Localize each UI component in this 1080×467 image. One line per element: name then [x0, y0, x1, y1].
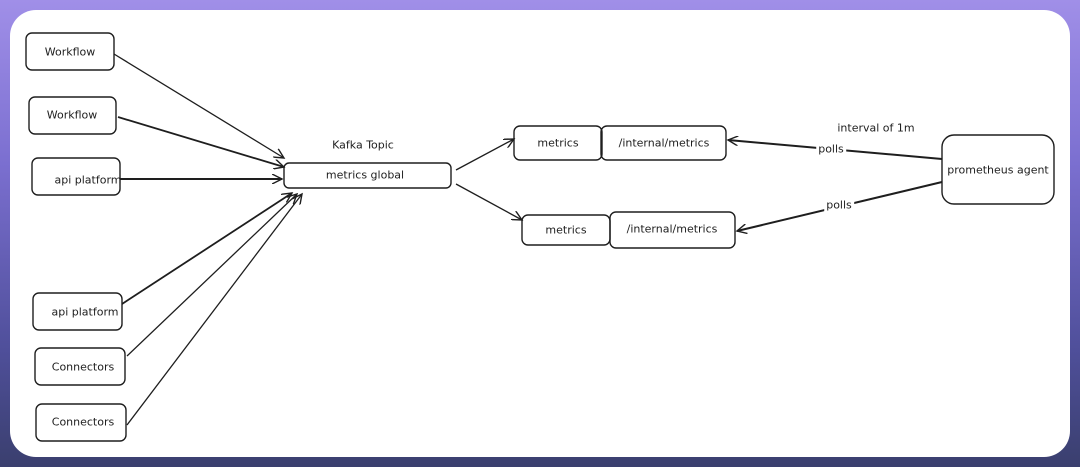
internal-metrics-label-bottom: /internal/metrics: [626, 222, 718, 236]
arrow-connectors-1-to-topic: [126, 194, 297, 357]
edge-label-polls-top: polls: [816, 142, 846, 156]
source-box-workflow-2[interactable]: [28, 96, 117, 135]
metrics-label-top: metrics: [537, 136, 579, 150]
source-label-connectors-2: Connectors: [51, 415, 115, 429]
prometheus-agent-box[interactable]: [941, 134, 1055, 205]
source-label-workflow-1: Workflow: [44, 45, 96, 59]
kafka-topic-label: metrics global: [325, 168, 405, 182]
source-box-api-platform-2[interactable]: [32, 292, 123, 331]
kafka-topic-title: Kafka Topic: [332, 138, 394, 152]
diagram-canvas: Workflow Workflow api platform api platf…: [10, 10, 1070, 457]
source-box-connectors-1[interactable]: [34, 347, 126, 386]
arrow-connectors-2-to-topic: [126, 194, 302, 426]
source-label-connectors-1: Connectors: [51, 360, 115, 374]
interval-note: interval of 1m: [837, 121, 915, 135]
kafka-topic-box[interactable]: [283, 162, 452, 189]
arrow-api-platform-2-to-topic: [121, 193, 292, 305]
prometheus-agent-label: prometheus agent: [947, 163, 1049, 177]
edge-label-polls-bottom: polls: [824, 198, 854, 212]
source-label-api-platform-2: api platform: [51, 305, 119, 319]
internal-metrics-box-bottom[interactable]: [609, 211, 736, 249]
source-label-api-platform-1: api platform: [54, 173, 122, 187]
metrics-label-bottom: metrics: [545, 223, 587, 237]
arrow-topic-to-metrics-bottom: [455, 183, 522, 220]
diagram-svg: [25, 32, 1055, 442]
source-label-workflow-2: Workflow: [46, 108, 98, 122]
arrow-topic-to-metrics-top: [455, 139, 514, 171]
arrow-workflow-2-to-topic: [117, 116, 284, 167]
source-box-api-platform-1[interactable]: [31, 157, 121, 196]
internal-metrics-label-top: /internal/metrics: [618, 136, 710, 150]
internal-metrics-box-top[interactable]: [600, 125, 727, 161]
source-box-workflow-1[interactable]: [25, 32, 115, 71]
arrow-workflow-1-to-topic: [113, 53, 284, 158]
source-box-connectors-2[interactable]: [35, 403, 127, 442]
